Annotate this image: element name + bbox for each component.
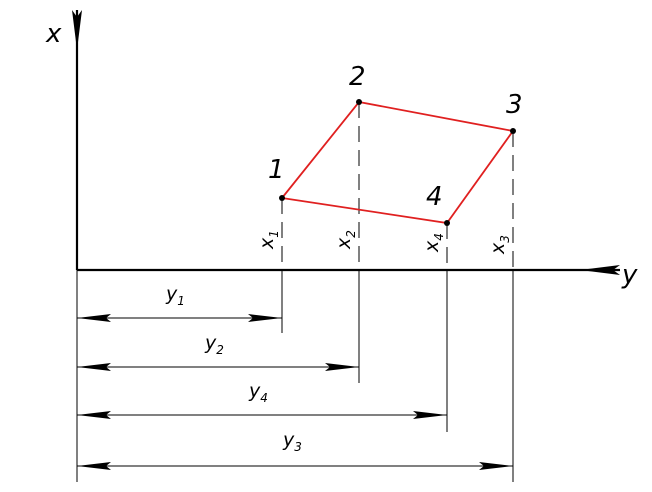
dimension-label-y2: y2 bbox=[204, 332, 224, 357]
svg-text:x1: x1 bbox=[256, 230, 281, 250]
vertex-label-2: 2 bbox=[349, 62, 366, 92]
quadrilateral-outline bbox=[280, 101, 515, 224]
x-projection-label-3: x3 bbox=[487, 235, 512, 255]
x1-index: 1 bbox=[267, 230, 281, 238]
vertex-label-3: 3 bbox=[506, 90, 523, 120]
y4-base: y bbox=[248, 380, 261, 402]
y1-index: 1 bbox=[177, 294, 185, 308]
svg-text:x2: x2 bbox=[333, 230, 358, 250]
y3-base: y bbox=[282, 429, 295, 451]
vertex-3-dot bbox=[510, 128, 516, 134]
vertex-2-dot bbox=[356, 99, 362, 105]
y1-base: y bbox=[165, 283, 178, 305]
x1-base: x bbox=[256, 237, 278, 250]
vertex-label-1: 1 bbox=[268, 155, 285, 185]
y-axis-label: y bbox=[621, 260, 638, 290]
x-axis-label: x bbox=[45, 19, 62, 49]
y4-index: 4 bbox=[260, 391, 268, 405]
dimension-label-y1: y1 bbox=[165, 283, 185, 308]
vertex-4-dot bbox=[444, 220, 450, 226]
vertex-dots bbox=[279, 99, 516, 226]
dimension-lines bbox=[77, 314, 513, 470]
y2-index: 2 bbox=[216, 343, 224, 357]
vertex-1-dot bbox=[279, 195, 285, 201]
y2-base: y bbox=[204, 332, 217, 354]
x-projection-label-1: x1 bbox=[256, 230, 281, 250]
svg-text:x3: x3 bbox=[487, 235, 512, 255]
x3-base: x bbox=[487, 242, 509, 255]
x-projection-label-4: x4 bbox=[421, 233, 446, 253]
x4-index: 4 bbox=[432, 233, 446, 241]
x2-base: x bbox=[333, 237, 355, 250]
svg-text:x4: x4 bbox=[421, 233, 446, 253]
x2-index: 2 bbox=[344, 230, 358, 238]
x-projection-label-2: x2 bbox=[333, 230, 358, 250]
projection-lines bbox=[281, 102, 514, 482]
x4-base: x bbox=[421, 240, 443, 253]
dimension-label-y3: y3 bbox=[282, 429, 302, 454]
dimension-label-y4: y4 bbox=[248, 380, 268, 405]
x3-index: 3 bbox=[498, 235, 512, 243]
vertex-label-4: 4 bbox=[426, 182, 443, 212]
y3-index: 3 bbox=[294, 440, 302, 454]
